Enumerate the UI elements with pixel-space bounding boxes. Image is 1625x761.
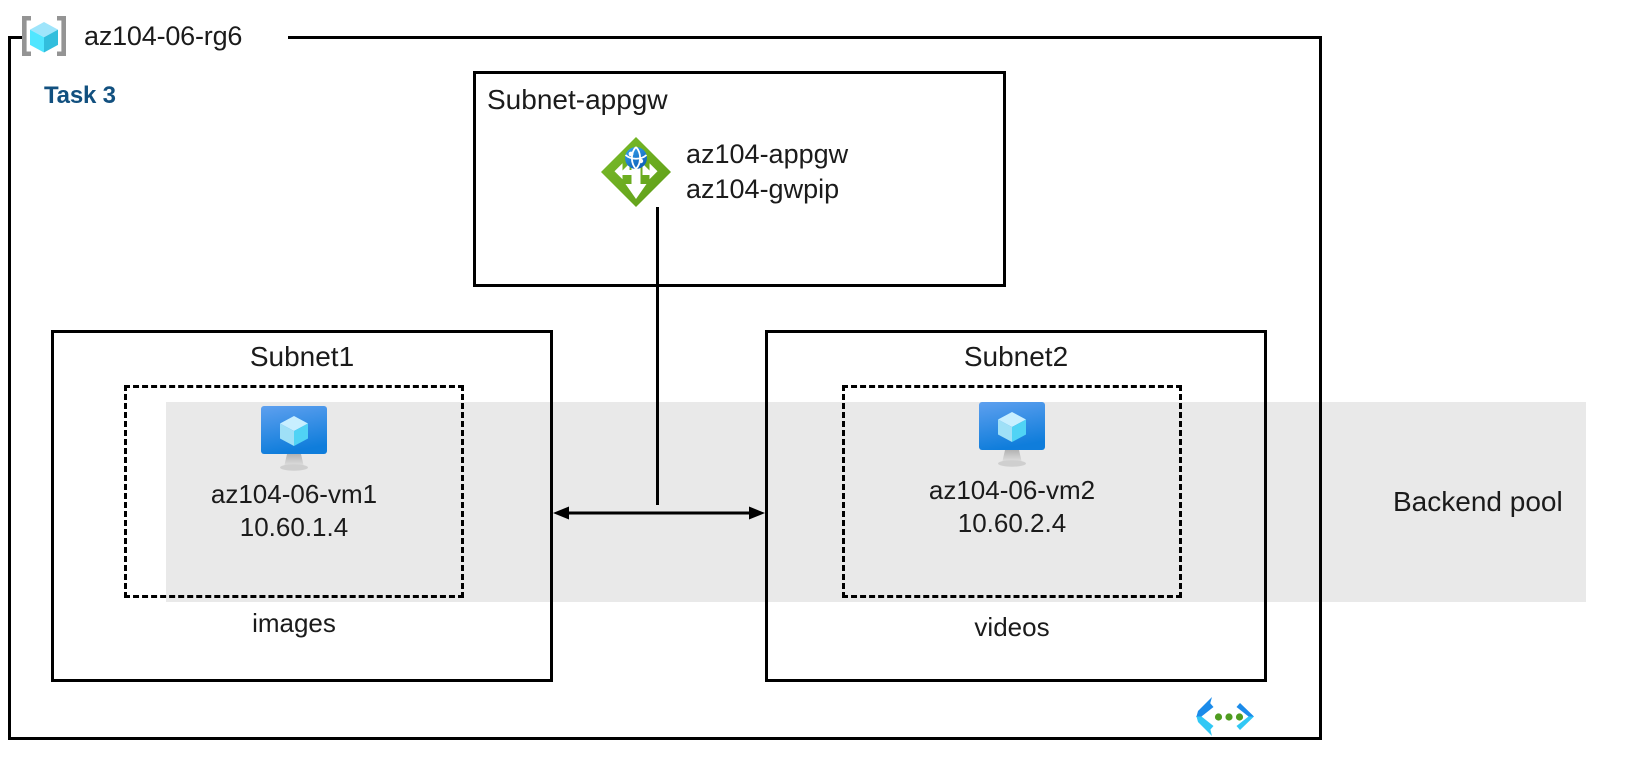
virtual-machine-icon — [255, 402, 333, 472]
vm1-labels: az104-06-vm1 10.60.1.4 — [211, 478, 377, 545]
subnet2-group-caption: videos — [974, 612, 1050, 642]
resource-group-name: az104-06-rg6 — [84, 20, 243, 51]
gwpip-name: az104-gwpip — [686, 174, 840, 204]
vm2-ip: 10.60.2.4 — [957, 508, 1067, 539]
vm1-name: az104-06-vm1 — [210, 479, 378, 509]
rg-border-top-left-stub — [8, 36, 26, 39]
application-gateway-icon — [598, 134, 674, 210]
resource-group-cube-icon — [18, 12, 70, 60]
task-label: Task 3 — [44, 82, 116, 109]
subnet-appgw-title: Subnet-appgw — [487, 84, 668, 115]
subnet1-group-caption: images — [252, 608, 336, 638]
virtual-machine-icon — [973, 398, 1051, 468]
vm1-ip: 10.60.1.4 — [239, 512, 349, 543]
vm1-node[interactable]: az104-06-vm1 10.60.1.4 — [124, 402, 464, 545]
backend-pool-band — [166, 402, 1586, 602]
appgw-to-subnets-vertical-line — [656, 207, 659, 505]
subnet1-box — [51, 330, 553, 682]
subnet2-vm-group-dashed-box — [842, 385, 1182, 598]
resource-group-header: az104-06-rg6 — [18, 6, 242, 66]
subnet1-subnet2-double-arrow — [553, 503, 765, 523]
vm2-labels: az104-06-vm2 10.60.2.4 — [929, 474, 1095, 541]
vm2-name: az104-06-vm2 — [928, 475, 1096, 505]
application-gateway-node[interactable]: az104-appgw az104-gwpip — [598, 134, 848, 210]
subnet2-box — [765, 330, 1267, 682]
subnet1-title: Subnet1 — [249, 341, 355, 372]
code-brackets-icon — [1194, 694, 1256, 740]
subnet1-vm-group-dashed-box — [124, 385, 464, 598]
rg-border-top-right — [288, 36, 1322, 39]
vm2-node[interactable]: az104-06-vm2 10.60.2.4 — [842, 398, 1182, 541]
application-gateway-labels: az104-appgw az104-gwpip — [686, 137, 848, 207]
subnet2-title: Subnet2 — [963, 341, 1069, 372]
subnet-appgw-box — [473, 71, 1006, 287]
appgw-name: az104-appgw — [686, 138, 849, 169]
resource-group-box — [8, 36, 1322, 740]
backend-pool-label: Backend pool — [1393, 486, 1563, 517]
